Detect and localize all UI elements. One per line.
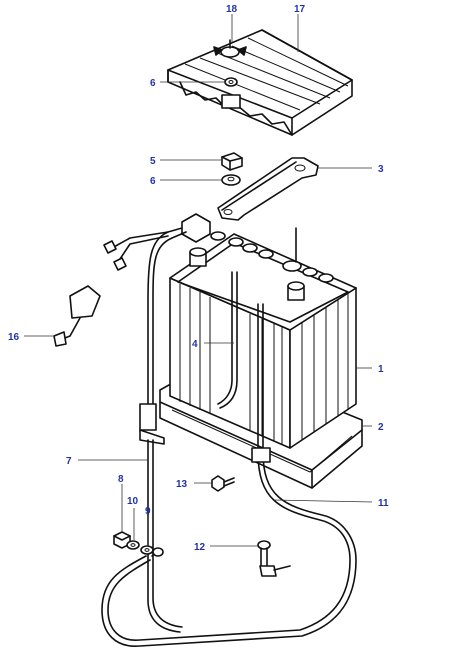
label-part-1: 1 [378,364,384,375]
label-part-16: 16 [8,332,20,343]
label-part-11: 11 [378,498,389,509]
label-part-8: 8 [118,474,124,485]
label-part-6: 6 [150,176,156,187]
washer [140,545,154,555]
vent-tube [217,271,238,409]
label-part-10: 10 [127,496,139,507]
battery-cover [167,29,353,136]
leader-lines [24,14,373,547]
battery-body [169,227,357,449]
label-part-7: 7 [66,456,72,467]
part-labels: 18 17 6 5 6 3 4 1 2 16 7 13 11 8 10 9 12 [8,4,389,553]
label-part-13: 13 [176,479,188,490]
label-part-9: 9 [145,506,151,517]
label-part-4: 4 [192,339,198,350]
label-part-5: 5 [150,156,156,167]
positive-cable [103,213,211,445]
cell-caps [210,231,334,283]
label-part-18: 18 [226,4,238,15]
label-part-3: 3 [378,164,384,175]
hold-down-clamp [217,157,319,221]
washer [221,174,241,186]
bolt [211,475,235,492]
connector [53,285,101,347]
ground-cable [147,439,183,633]
negative-cable [101,303,357,647]
label-part-12: 12 [194,542,206,553]
hex-nut [221,152,243,171]
bolt [257,540,291,577]
label-part-17: 17 [294,4,306,15]
label-part-6: 6 [150,78,156,89]
battery-terminal-positive [189,247,207,267]
label-part-2: 2 [378,422,384,433]
battery-terminal-negative [287,281,305,301]
washer [126,540,140,550]
